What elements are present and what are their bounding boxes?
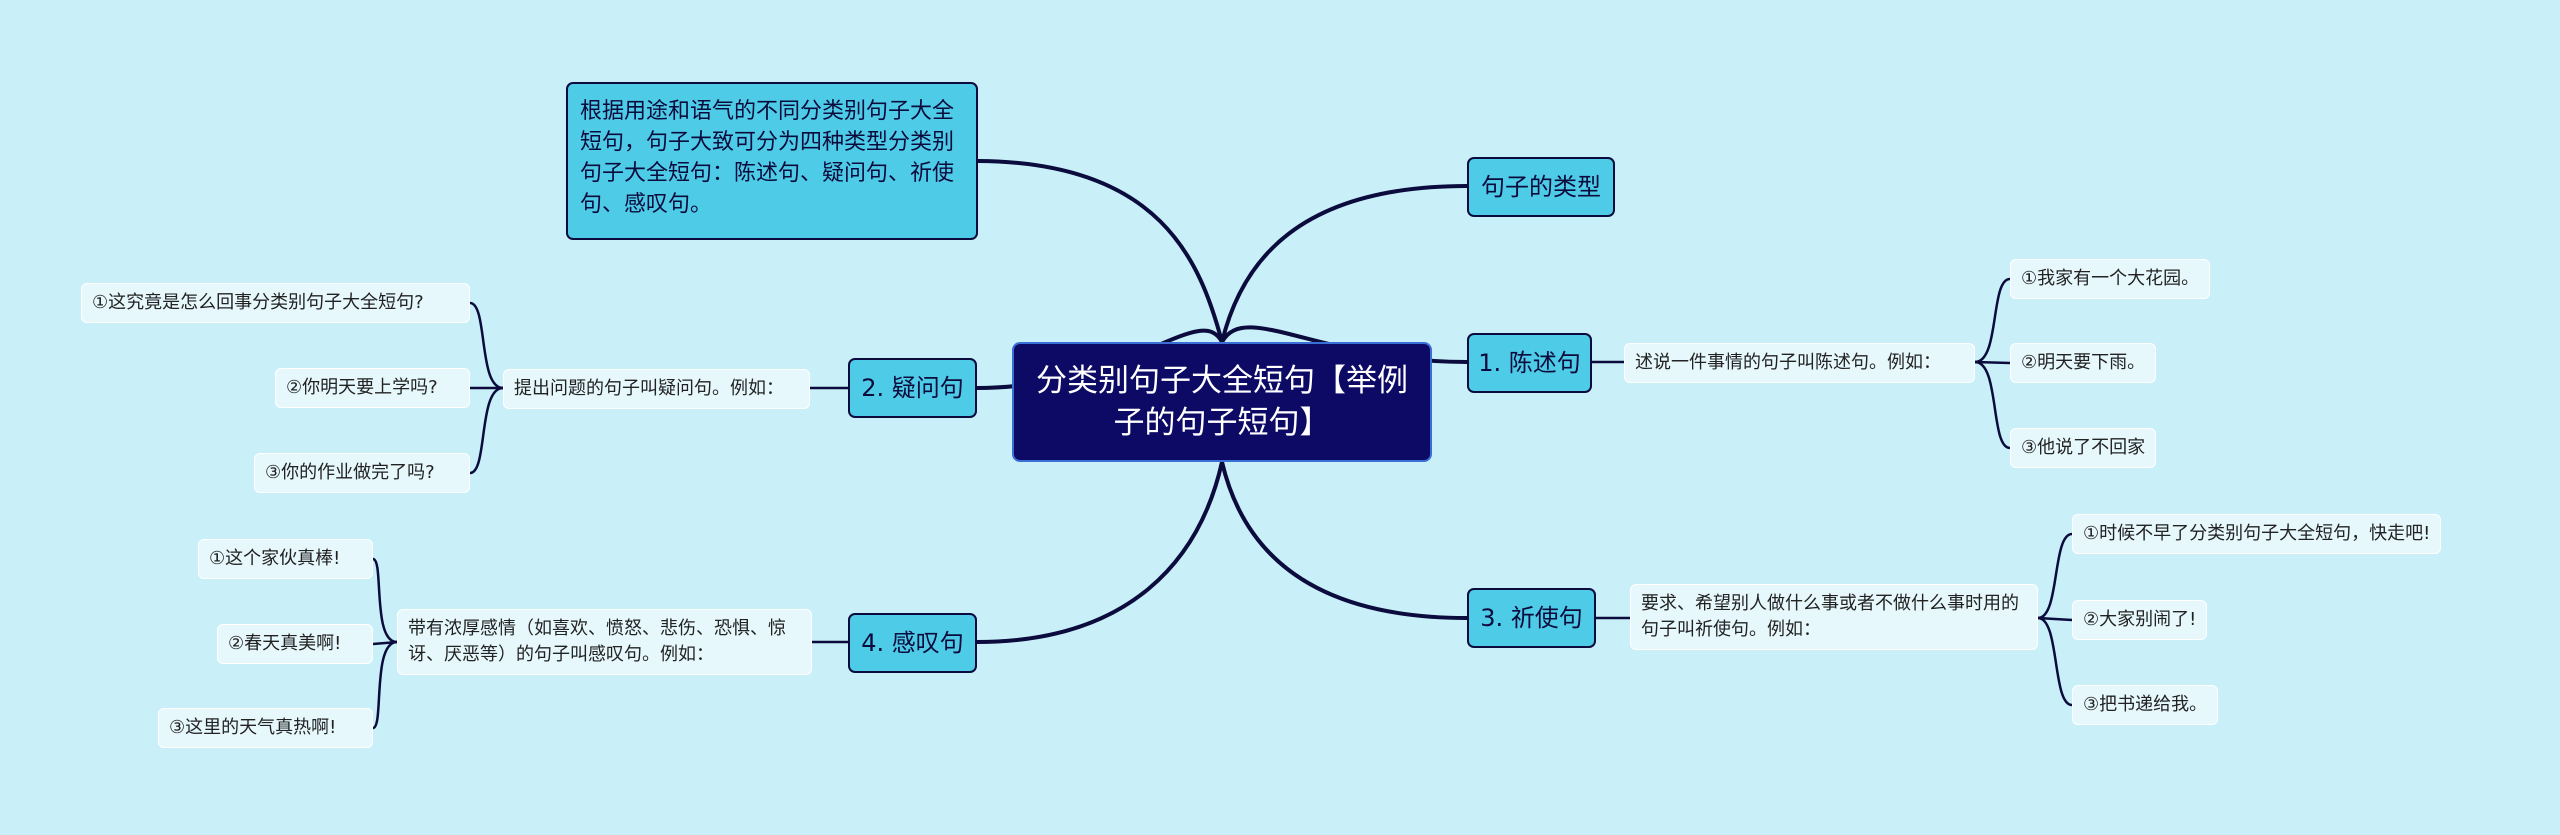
exclamatory-example-1-text: ①这个家伙真棒! — [209, 548, 341, 569]
link-root-imperative — [1220, 460, 1469, 620]
link-root-exclamatory — [975, 460, 1224, 644]
interrogative-example-1[interactable]: ①这究竟是怎么回事分类别句子大全短句? — [81, 283, 470, 323]
interrogative-example-2[interactable]: ②你明天要上学吗? — [275, 368, 470, 408]
interrogative-example-1-text: ①这究竟是怎么回事分类别句子大全短句? — [92, 292, 424, 313]
exclamatory-example-3-text: ③这里的天气真热啊! — [169, 717, 337, 738]
topic-sentence-types-label: 句子的类型 — [1481, 173, 1601, 201]
imperative-example-2-text: ②大家别闹了! — [2083, 609, 2197, 630]
declarative-example-3[interactable]: ③他说了不回家 — [2010, 428, 2157, 468]
interrogative-definition-text: 提出问题的句子叫疑问句。例如： — [514, 378, 784, 399]
imperative-example-1-text: ①时候不早了分类别句子大全短句，快走吧! — [2083, 523, 2431, 544]
declarative-example-2[interactable]: ②明天要下雨。 — [2010, 343, 2157, 383]
link-exclamatory-ex1 — [371, 557, 399, 644]
topic-interrogative[interactable]: 2. 疑问句 — [848, 358, 977, 418]
declarative-example-1-text: ①我家有一个大花园。 — [2021, 268, 2200, 289]
exclamatory-example-2-text: ②春天真美啊! — [228, 633, 342, 654]
imperative-example-3-text: ③把书递给我。 — [2083, 694, 2208, 715]
exclamatory-example-1[interactable]: ①这个家伙真棒! — [198, 539, 373, 579]
topic-declarative-label: 1. 陈述句 — [1478, 349, 1581, 377]
description-text: 根据用途和语气的不同分类别句子大全短句，句子大致可分为四种类型分类别句子大全短句… — [580, 99, 955, 217]
link-imperative-ex1 — [2036, 532, 2074, 620]
link-root-types — [1220, 184, 1469, 344]
topic-imperative-label: 3. 祈使句 — [1480, 604, 1583, 632]
topic-declarative[interactable]: 1. 陈述句 — [1467, 333, 1592, 393]
imperative-definition-text: 要求、希望别人做什么事或者不做什么事时用的句子叫祈使句。例如： — [1641, 593, 2019, 640]
topic-exclamatory[interactable]: 4. 感叹句 — [848, 613, 977, 673]
topic-exclamatory-label: 4. 感叹句 — [861, 629, 964, 657]
declarative-example-2-text: ②明天要下雨。 — [2021, 352, 2146, 373]
imperative-example-2[interactable]: ②大家别闹了! — [2072, 600, 2208, 640]
imperative-example-3[interactable]: ③把书递给我。 — [2072, 685, 2219, 725]
link-declarative-ex1 — [1973, 277, 2012, 364]
exclamatory-definition[interactable]: 带有浓厚感情（如喜欢、愤怒、悲伤、恐惧、惊讶、厌恶等）的句子叫感叹句。例如： — [397, 609, 812, 675]
imperative-example-1[interactable]: ①时候不早了分类别句子大全短句，快走吧! — [2072, 514, 2442, 554]
link-exclamatory-ex3 — [371, 640, 399, 730]
topic-sentence-types[interactable]: 句子的类型 — [1467, 157, 1615, 217]
declarative-definition-text: 述说一件事情的句子叫陈述句。例如： — [1635, 352, 1941, 373]
imperative-definition[interactable]: 要求、希望别人做什么事或者不做什么事时用的句子叫祈使句。例如： — [1630, 584, 2038, 650]
description-box[interactable]: 根据用途和语气的不同分类别句子大全短句，句子大致可分为四种类型分类别句子大全短句… — [566, 82, 978, 240]
declarative-example-1[interactable]: ①我家有一个大花园。 — [2010, 259, 2211, 299]
link-interrogative-ex3 — [468, 386, 505, 475]
link-declarative-ex3 — [1973, 360, 2012, 450]
exclamatory-example-3[interactable]: ③这里的天气真热啊! — [158, 708, 373, 748]
declarative-definition[interactable]: 述说一件事情的句子叫陈述句。例如： — [1624, 343, 1975, 383]
topic-imperative[interactable]: 3. 祈使句 — [1467, 588, 1596, 648]
interrogative-example-3[interactable]: ③你的作业做完了吗? — [254, 453, 470, 493]
link-interrogative-ex1 — [468, 301, 505, 390]
topic-interrogative-label: 2. 疑问句 — [861, 374, 964, 402]
link-imperative-ex3 — [2036, 616, 2074, 707]
interrogative-definition[interactable]: 提出问题的句子叫疑问句。例如： — [503, 369, 810, 409]
exclamatory-example-2[interactable]: ②春天真美啊! — [217, 624, 373, 664]
link-declarative-ex2 — [1973, 360, 2012, 365]
link-root-description — [976, 159, 1224, 344]
exclamatory-definition-text: 带有浓厚感情（如喜欢、愤怒、悲伤、恐惧、惊讶、厌恶等）的句子叫感叹句。例如： — [408, 618, 786, 665]
interrogative-example-3-text: ③你的作业做完了吗? — [265, 462, 435, 483]
root-topic[interactable]: 分类别句子大全短句【举例子的句子短句】 — [1012, 342, 1432, 462]
interrogative-example-2-text: ②你明天要上学吗? — [286, 377, 438, 398]
link-imperative-ex2 — [2036, 616, 2074, 622]
declarative-example-3-text: ③他说了不回家 — [2021, 437, 2146, 458]
root-topic-label: 分类别句子大全短句【举例子的句子短句】 — [1036, 363, 1408, 441]
